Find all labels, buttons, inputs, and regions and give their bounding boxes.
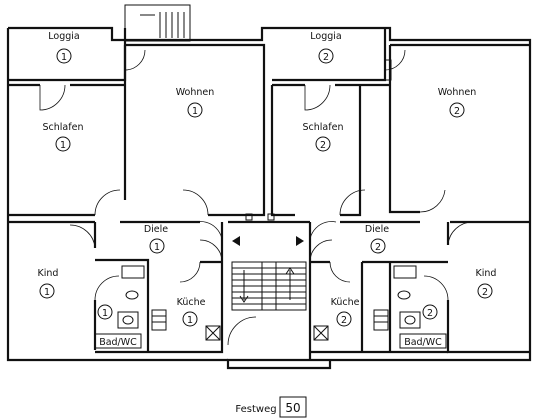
room-kind-1-name: Kind [38,268,59,279]
room-schlafen-1-name: Schlafen [43,122,84,133]
room-diele-2-number: 2 [375,242,381,253]
room-kueche-1-name: Küche [177,297,206,308]
room-loggia-2-name: Loggia [310,31,341,42]
address-label: Festweg 50 [235,396,307,418]
walls [6,26,532,370]
room-bad-1-number: 1 [102,308,108,319]
room-kueche-2-number: 2 [341,315,347,326]
room-diele-1-number: 1 [154,242,160,253]
address-street: Festweg [235,404,276,415]
room-loggia-1-number: 1 [61,52,67,63]
room-wohnen-2-number: 2 [454,106,460,117]
address-number: 50 [285,401,300,415]
room-wohnen-2-name: Wohnen [438,87,477,98]
room-schlafen-2-number: 2 [320,140,326,151]
room-kind-2-name: Kind [476,268,497,279]
room-kind-1-number: 1 [44,287,50,298]
bad-wc-2-frame [399,333,447,349]
room-kueche-2-name: Küche [331,297,360,308]
plan-details [39,4,474,349]
room-bad-1-name: Bad/WC [99,337,137,348]
arrow-left-icon [232,236,240,246]
room-kind-2-number: 2 [482,287,488,298]
room-schlafen-2-name: Schlafen [303,122,344,133]
room-wohnen-1-name: Wohnen [176,87,215,98]
address-number-box [279,396,307,418]
room-loggia-1-name: Loggia [48,31,79,42]
room-wohnen-1-number: 1 [192,106,198,117]
room-bad-2-name: Bad/WC [404,337,442,348]
room-loggia-2-number: 2 [323,52,329,63]
room-schlafen-1-number: 1 [60,140,66,151]
room-diele-2-name: Diele [365,224,389,235]
bad-wc-1-frame [94,333,142,349]
room-bad-2-number: 2 [427,308,433,319]
room-kueche-1-number: 1 [187,315,193,326]
arrow-right-icon [296,236,304,246]
room-diele-1-name: Diele [144,224,168,235]
room-labels: Loggia 1 Loggia 2 Wohnen 1 Wohnen 2 Schl… [38,31,497,348]
